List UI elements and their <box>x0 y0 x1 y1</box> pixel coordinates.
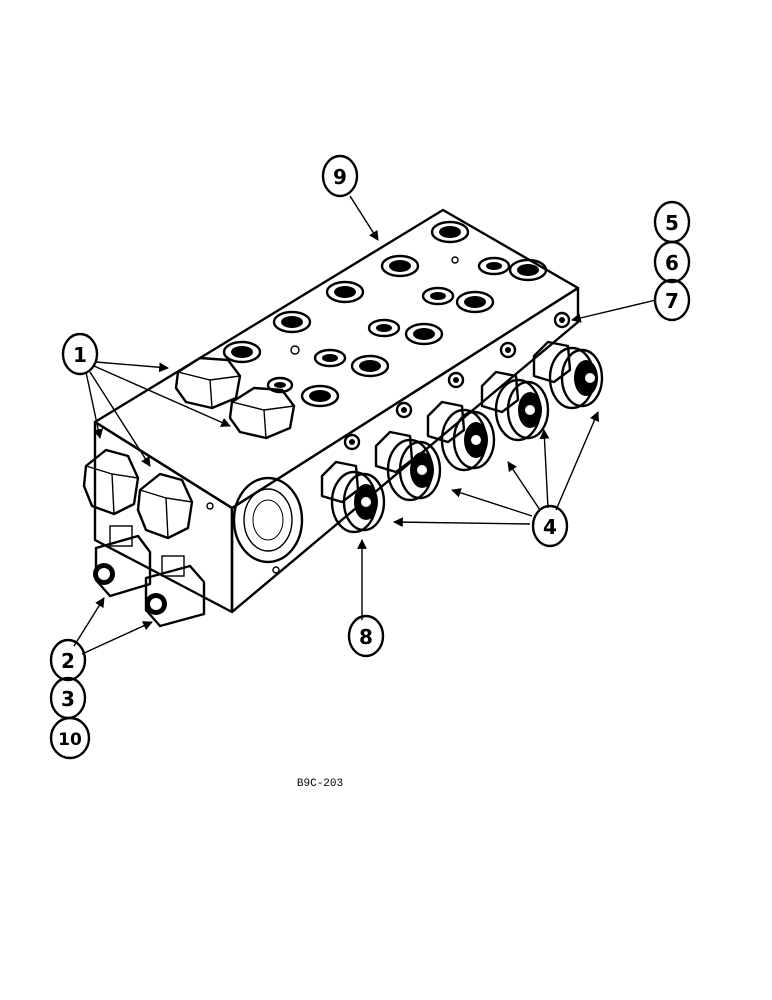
top-hex-plugs <box>174 356 296 440</box>
front-small-ports <box>343 311 571 451</box>
svg-text:9: 9 <box>333 165 347 189</box>
callout-7: 7 <box>653 278 691 322</box>
valve-cap <box>532 340 604 410</box>
end-face-port <box>232 476 304 564</box>
callout-8: 8 <box>347 614 385 658</box>
valve-caps <box>320 340 604 534</box>
callout-5: 5 <box>653 200 691 244</box>
valve-cap <box>320 460 386 534</box>
callout-2: 2 <box>49 638 87 682</box>
callout-9: 9 <box>321 154 359 198</box>
svg-text:3: 3 <box>61 687 75 711</box>
svg-text:1: 1 <box>73 343 87 367</box>
leader-lines <box>73 195 657 655</box>
top-face-ports <box>222 220 548 408</box>
valve-block <box>82 208 604 628</box>
valve-cap <box>374 430 442 502</box>
callout-10: 10 <box>49 716 91 760</box>
callout-6: 6 <box>653 240 691 284</box>
svg-text:4: 4 <box>543 515 557 539</box>
callout-4: 4 <box>531 504 569 548</box>
end-hex-plugs <box>82 448 194 540</box>
valve-cap <box>426 400 496 472</box>
valve-cap <box>480 370 550 442</box>
solenoid-valves <box>93 525 206 628</box>
callout-3: 3 <box>49 676 87 720</box>
svg-text:8: 8 <box>359 625 373 649</box>
svg-text:5: 5 <box>665 211 679 235</box>
svg-text:10: 10 <box>58 730 82 750</box>
svg-text:7: 7 <box>665 289 679 313</box>
svg-text:2: 2 <box>61 649 75 673</box>
figure-code: B9C-203 <box>297 778 343 790</box>
svg-text:6: 6 <box>665 251 679 275</box>
callout-1: 1 <box>61 332 99 376</box>
callouts: 9 5 6 7 1 4 8 2 <box>49 154 691 760</box>
